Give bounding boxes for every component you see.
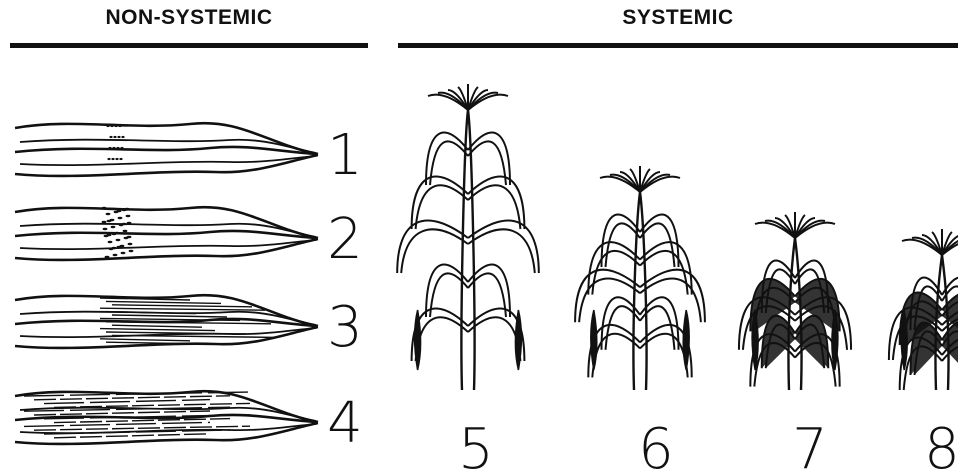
leaf-outline xyxy=(20,156,316,165)
plant-ear xyxy=(752,310,758,370)
leaf-stage-group: 1 2 3 4 xyxy=(15,123,363,456)
leaf-stage-number: 1 xyxy=(327,123,363,188)
leaf-outline xyxy=(20,240,316,249)
plant-ear xyxy=(515,310,521,370)
plant-stage-group: 5 6 7 8 xyxy=(397,84,958,473)
leaf-outline xyxy=(15,147,318,154)
plant-stage-number: 6 xyxy=(638,417,674,473)
leaf-stage-4: 4 xyxy=(15,391,363,456)
plant-stalk xyxy=(633,192,646,390)
plant-ear xyxy=(832,310,838,370)
leaf-stage-1: 1 xyxy=(15,123,363,188)
leaf-stage-number: 2 xyxy=(327,207,363,272)
plant-leaf xyxy=(468,220,539,273)
plant-leaf xyxy=(397,220,468,273)
plant-leaf xyxy=(575,270,640,323)
plant-leaf xyxy=(640,270,705,323)
leaf-symptom xyxy=(106,125,124,160)
plant-ear xyxy=(901,310,907,370)
plant-stage-6: 6 xyxy=(575,166,705,473)
leaf-stage-3: 3 xyxy=(15,295,363,360)
plant-stalk xyxy=(935,255,948,390)
leaf-stage-2: 2 xyxy=(15,207,363,272)
leaf-outline xyxy=(15,231,318,238)
leaf-stage-number: 4 xyxy=(327,391,363,456)
plant-stage-number: 8 xyxy=(924,417,958,473)
plant-stage-8: 8 xyxy=(889,229,958,473)
plant-stage-number: 5 xyxy=(458,417,494,473)
plant-ear xyxy=(683,310,689,370)
plant-stage-7: 7 xyxy=(739,212,851,473)
plant-ear xyxy=(415,310,421,370)
plant-stage-5: 5 xyxy=(397,84,539,473)
plant-stage-number: 7 xyxy=(792,417,828,473)
leaf-stage-number: 3 xyxy=(327,295,363,360)
plant-ear xyxy=(591,310,597,370)
